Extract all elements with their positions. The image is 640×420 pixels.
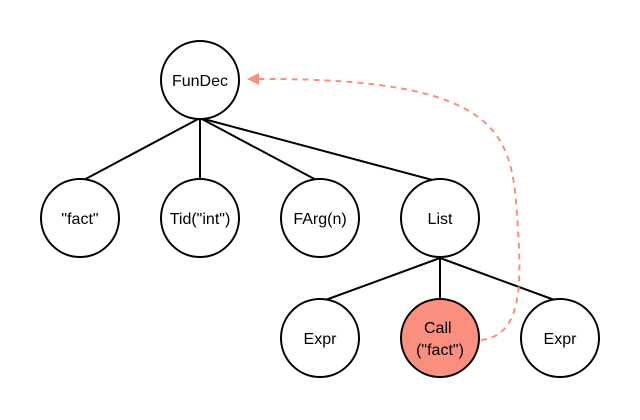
node-farg-n: FArg(n): [280, 178, 360, 258]
node-tid-int-label: Tid("int"): [170, 211, 231, 228]
node-fundec-label: FunDec: [172, 73, 228, 90]
node-farg-n-label: FArg(n): [293, 211, 346, 228]
node-call-fact-label: Call ("fact"): [416, 320, 464, 359]
tree-edges: [79, 117, 561, 303]
edge-list-expr-left: [319, 257, 441, 303]
edge-fundec-list: [199, 117, 441, 183]
node-expr-left: Expr: [280, 298, 360, 378]
node-fact-literal-label: "fact": [61, 211, 98, 228]
node-tid-int: Tid("int"): [160, 178, 240, 258]
node-list-label: List: [428, 211, 453, 228]
edge-fundec-farg-n: [199, 117, 321, 183]
edge-fundec-fact-literal: [79, 117, 201, 183]
node-expr-right: Expr: [520, 298, 600, 378]
node-fundec: FunDec: [160, 40, 240, 120]
node-list: List: [400, 178, 480, 258]
call-reference-arrow: [247, 73, 521, 341]
node-call-fact: Call ("fact"): [400, 298, 480, 378]
edge-list-expr-right: [439, 257, 561, 303]
node-expr-left-label: Expr: [304, 331, 338, 348]
node-expr-right-label: Expr: [544, 331, 578, 348]
node-fact-literal: "fact": [40, 178, 120, 258]
